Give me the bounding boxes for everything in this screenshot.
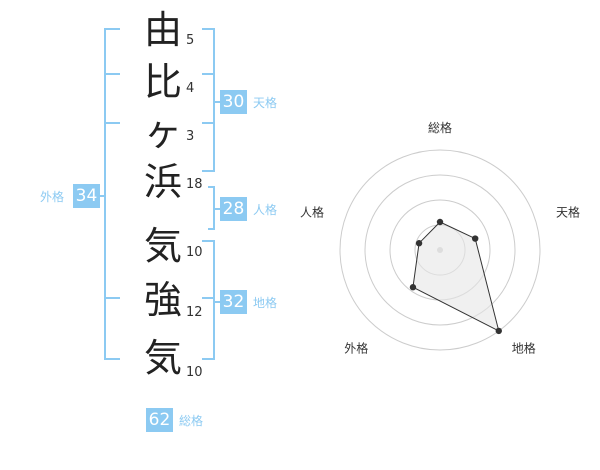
radar-point-2 xyxy=(471,235,479,242)
tenkaku-value-badge: 30 xyxy=(220,90,247,114)
tenkaku-bracket-vertical xyxy=(213,28,215,172)
radar-point-5 xyxy=(415,240,423,247)
chikaku-bracket-vertical xyxy=(213,240,215,360)
name-char-1: 由 xyxy=(143,8,182,52)
chikaku-bracket-tick xyxy=(202,297,215,299)
tenkaku-bracket-tick xyxy=(202,28,215,30)
name-char-5: 気 xyxy=(143,224,182,268)
outer-bracket-vertical xyxy=(104,28,106,360)
radar-axis-label-2: 天格 xyxy=(556,204,580,219)
name-char-3: ヶ xyxy=(143,110,182,154)
stroke-count-7: 10 xyxy=(186,365,203,380)
outer-bracket-tick xyxy=(104,122,120,124)
radar-point-3 xyxy=(495,327,502,335)
tenkaku-label: 天格 xyxy=(253,96,278,110)
outer-bracket-tick xyxy=(104,358,120,360)
radar-axis-label-4: 外格 xyxy=(344,341,368,356)
name-char-7: 気 xyxy=(143,336,182,380)
tenkaku-bracket-tick xyxy=(202,122,215,124)
stroke-count-3: 3 xyxy=(186,129,195,144)
chikaku-value-badge: 32 xyxy=(220,290,247,314)
jinkaku-bracket-connector xyxy=(213,208,221,210)
radar-axis-label-3: 地格 xyxy=(512,341,536,356)
name-char-2: 比 xyxy=(143,60,182,104)
radar-point-4 xyxy=(409,284,417,291)
outer-bracket-tick xyxy=(104,73,120,75)
gaikaku-label: 外格 xyxy=(40,190,65,204)
jinkaku-label: 人格 xyxy=(253,203,278,217)
stroke-count-1: 5 xyxy=(186,33,195,48)
jinkaku-bracket-tick xyxy=(208,228,215,230)
jinkaku-value-badge: 28 xyxy=(220,197,247,221)
name-char-4: 浜 xyxy=(143,160,182,204)
outer-bracket-connector xyxy=(100,195,106,197)
stroke-count-6: 12 xyxy=(186,305,203,320)
radar-axis-label-5: 人格 xyxy=(300,204,324,219)
stroke-count-2: 4 xyxy=(186,81,195,96)
soukaku-value-badge: 62 xyxy=(146,408,173,432)
radar-point-1 xyxy=(436,218,444,226)
stroke-count-4: 18 xyxy=(186,177,203,192)
chikaku-label: 地格 xyxy=(253,296,278,310)
jinkaku-bracket-tick xyxy=(208,186,215,188)
chikaku-bracket-tick xyxy=(202,240,215,242)
outer-bracket-tick xyxy=(104,297,120,299)
chikaku-bracket-tick xyxy=(202,358,215,360)
gaikaku-value-badge: 34 xyxy=(73,184,100,208)
radar-axis-label-1: 総格 xyxy=(428,120,452,135)
tenkaku-bracket-connector xyxy=(213,101,221,103)
radar-ring xyxy=(364,174,516,326)
radar-ring xyxy=(339,149,541,351)
soukaku-label: 総格 xyxy=(179,414,204,428)
tenkaku-bracket-tick xyxy=(202,73,215,75)
chikaku-bracket-connector xyxy=(213,301,221,303)
radar-area xyxy=(412,221,500,332)
outer-bracket-tick xyxy=(104,28,120,30)
stroke-count-5: 10 xyxy=(186,245,203,260)
radar-points xyxy=(409,218,502,335)
name-char-6: 強 xyxy=(143,278,182,322)
tenkaku-bracket-tick xyxy=(202,170,215,172)
